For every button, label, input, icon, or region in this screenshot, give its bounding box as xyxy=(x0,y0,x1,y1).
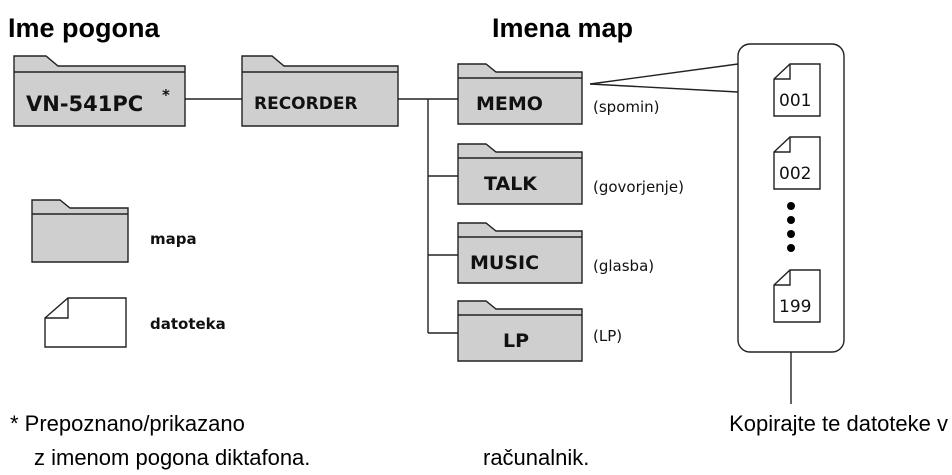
file-001: 001 xyxy=(773,63,821,117)
file-002: 002 xyxy=(773,136,821,190)
file-199: 199 xyxy=(773,269,821,323)
legend-folder: mapa xyxy=(31,199,197,263)
files-panel: 001 002 199 xyxy=(737,43,845,353)
folder-talk-translation: (govorjenje) xyxy=(593,178,684,196)
ellipsis-dots xyxy=(787,202,795,252)
file-001-label: 001 xyxy=(779,91,811,111)
recorder-folder-label: RECORDER xyxy=(254,94,358,114)
folder-lp: LP (LP) xyxy=(457,300,622,362)
folder-memo-translation: (spomin) xyxy=(593,98,660,116)
folder-talk-label: TALK xyxy=(484,173,538,195)
folder-music-translation: (glasba) xyxy=(593,257,654,275)
legend-folder-label: mapa xyxy=(150,230,197,248)
footnote-line-1: * Prepoznano/prikazano xyxy=(10,411,245,436)
folder-lp-translation: (LP) xyxy=(593,327,622,345)
recorder-folder: RECORDER xyxy=(241,55,399,127)
folder-memo-label: MEMO xyxy=(476,93,543,115)
drive-name-heading: Ime pogona xyxy=(8,13,160,43)
footnote-line-2: z imenom pogona diktafona. xyxy=(34,445,310,470)
copy-note-line-2: računalnik. xyxy=(483,445,589,470)
folder-talk: TALK (govorjenje) xyxy=(457,143,684,205)
drive-folder-label: VN-541PC xyxy=(26,92,143,116)
folder-memo: MEMO (spomin) xyxy=(457,63,660,125)
file-199-label: 199 xyxy=(779,297,811,317)
folder-music-label: MUSIC xyxy=(470,252,539,274)
legend-file: datoteka xyxy=(44,297,226,348)
drive-folder: VN-541PC * xyxy=(13,55,186,127)
folder-lp-label: LP xyxy=(503,330,529,352)
folder-music: MUSIC (glasba) xyxy=(457,222,654,284)
copy-note-line-1: Kopirajte te datoteke v xyxy=(729,411,948,436)
folder-names-heading: Imena map xyxy=(492,13,633,43)
file-002-label: 002 xyxy=(779,164,811,184)
legend-file-label: datoteka xyxy=(150,315,226,333)
drive-asterisk: * xyxy=(162,86,170,104)
tree-connectors xyxy=(185,63,792,404)
